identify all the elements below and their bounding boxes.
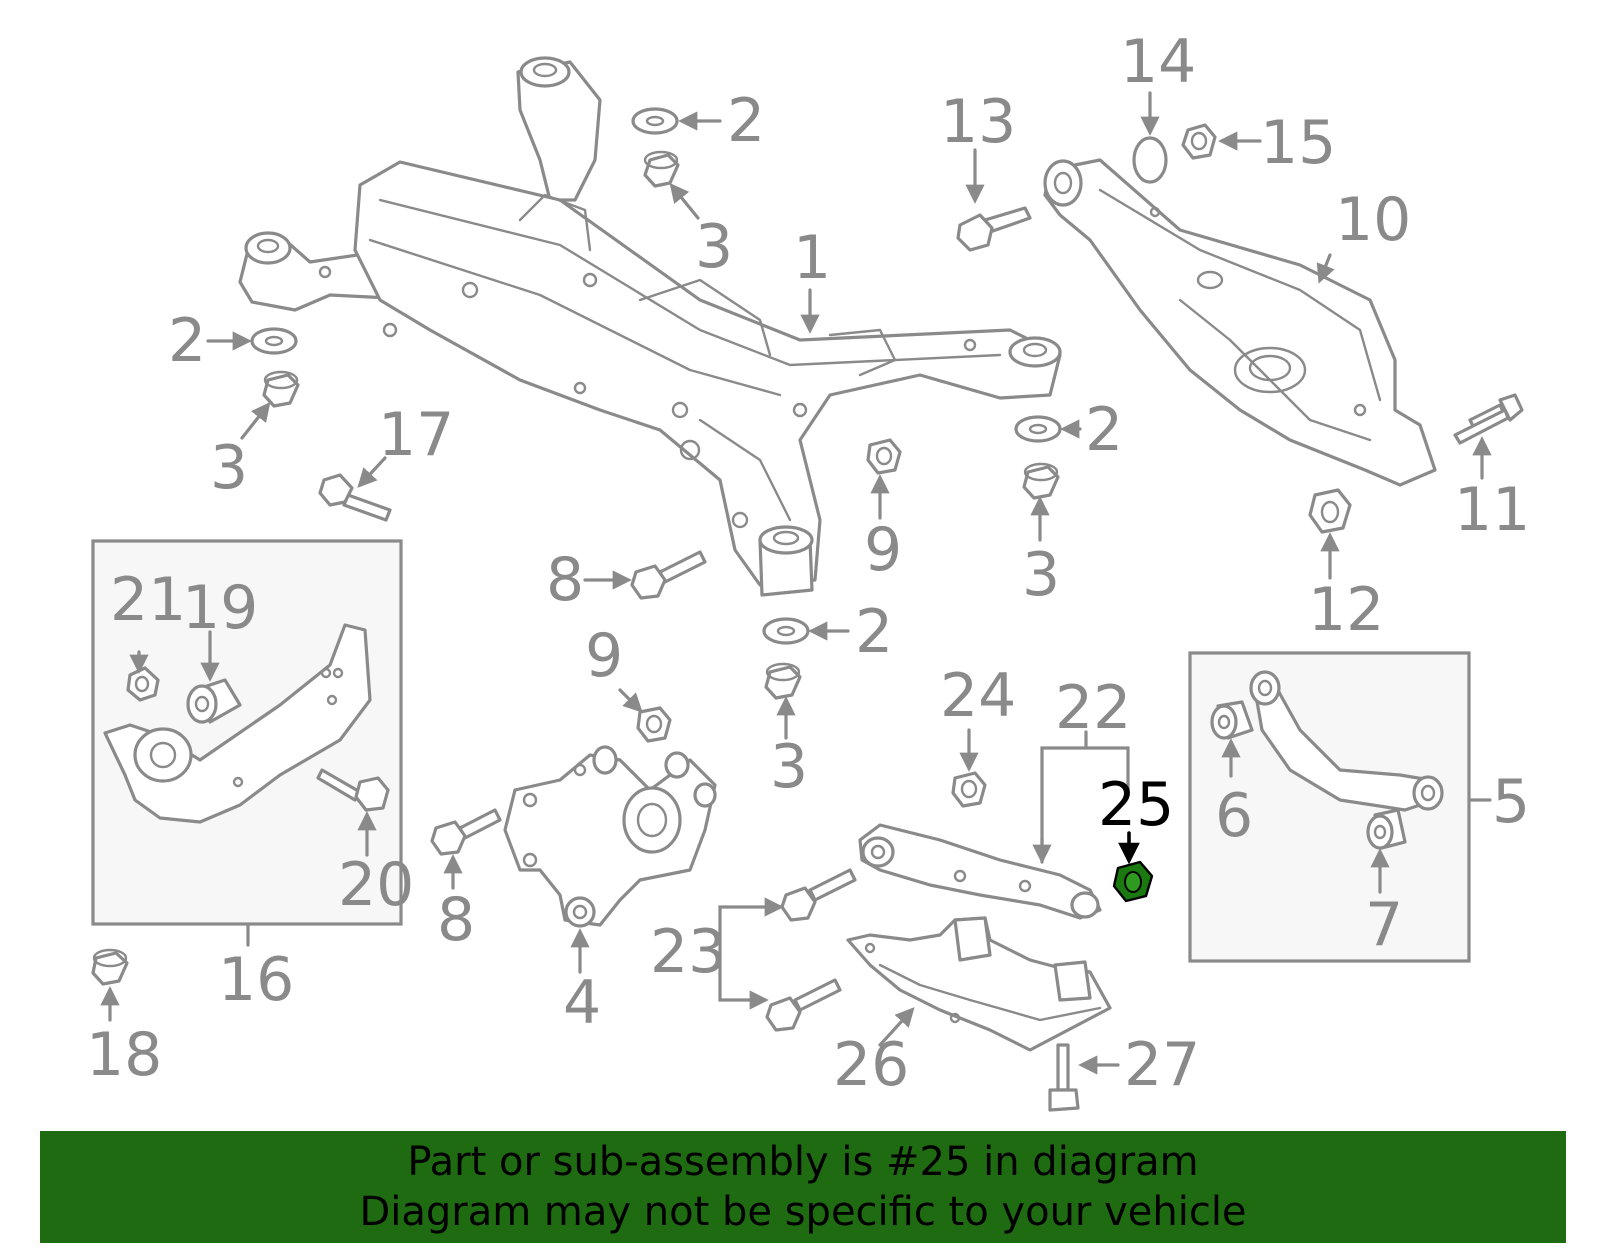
bolt-part-27[interactable] xyxy=(1048,1043,1080,1112)
callout-3: 3 xyxy=(770,732,808,802)
callout-8: 8 xyxy=(437,885,475,955)
callout-10: 10 xyxy=(1335,185,1411,255)
knuckle-part-4[interactable] xyxy=(503,745,717,928)
callout-9: 9 xyxy=(864,515,902,585)
callout-2: 2 xyxy=(855,597,893,667)
trailing-arm-part-16[interactable] xyxy=(103,623,372,824)
nut-part-18[interactable] xyxy=(91,948,129,986)
control-arm-part-10[interactable] xyxy=(1043,158,1437,487)
callout-26: 26 xyxy=(833,1030,909,1100)
callout-3: 3 xyxy=(210,433,248,503)
upper-arm-part-5[interactable] xyxy=(1249,670,1444,812)
callout-3: 3 xyxy=(1022,540,1060,610)
bolt-part-23[interactable] xyxy=(765,868,857,1032)
nut-part-12[interactable] xyxy=(1308,488,1352,534)
callout-labels: 1 2 2 2 2 3 3 3 3 4 5 6 7 8 8 9 9 10 11 … xyxy=(86,27,1530,1100)
callout-7: 7 xyxy=(1365,890,1403,960)
callout-20: 20 xyxy=(338,850,414,920)
leader-lines xyxy=(100,91,1492,1075)
callout-24: 24 xyxy=(940,661,1016,731)
callout-5: 5 xyxy=(1492,767,1530,837)
bolt-part-17[interactable] xyxy=(318,473,392,522)
callout-17: 17 xyxy=(378,400,454,470)
callout-4: 4 xyxy=(563,968,601,1038)
bushing-part-7[interactable] xyxy=(1366,808,1407,850)
banner-line-1: Part or sub-assembly is #25 in diagram xyxy=(407,1139,1199,1185)
nut-part-21[interactable] xyxy=(126,666,160,702)
callout-12: 12 xyxy=(1308,575,1384,645)
callout-27: 27 xyxy=(1124,1030,1200,1100)
subframe-part-1[interactable] xyxy=(238,56,1062,597)
bushing-part-19[interactable] xyxy=(186,678,242,724)
nut-part-25-highlighted[interactable] xyxy=(1112,860,1154,903)
callout-6: 6 xyxy=(1215,781,1253,851)
bolt-part-11[interactable] xyxy=(1453,393,1524,445)
callout-9: 9 xyxy=(585,621,623,691)
bolt-part-13[interactable] xyxy=(956,206,1032,252)
callout-1: 1 xyxy=(793,223,831,293)
washer-part-14[interactable] xyxy=(1132,136,1168,184)
nut-part-3[interactable] xyxy=(262,150,1060,700)
nut-part-24[interactable] xyxy=(951,771,987,808)
callout-22: 22 xyxy=(1055,673,1131,743)
cover-part-26[interactable] xyxy=(846,916,1112,1052)
nut-part-15[interactable] xyxy=(1181,123,1217,160)
nut-part-9[interactable] xyxy=(636,438,902,743)
callout-21: 21 xyxy=(110,565,186,635)
callout-16: 16 xyxy=(218,945,294,1015)
lateral-link-part-22[interactable] xyxy=(858,823,1102,920)
bushing-part-6[interactable] xyxy=(1210,700,1254,740)
callout-2: 2 xyxy=(168,306,206,376)
bolt-part-20[interactable] xyxy=(316,768,390,812)
callout-14: 14 xyxy=(1120,27,1196,97)
callout-13: 13 xyxy=(940,87,1016,157)
callout-3: 3 xyxy=(695,212,733,282)
info-banner: Part or sub-assembly is #25 in diagram D… xyxy=(40,1131,1566,1243)
callout-2: 2 xyxy=(727,86,765,156)
washer-part-2[interactable] xyxy=(250,107,1062,645)
callout-18: 18 xyxy=(86,1020,162,1090)
banner-line-2: Diagram may not be specific to your vehi… xyxy=(359,1189,1247,1235)
callout-11: 11 xyxy=(1454,475,1530,545)
callout-25-highlighted: 25 xyxy=(1098,770,1174,840)
callout-2: 2 xyxy=(1085,395,1123,465)
callout-8: 8 xyxy=(546,545,584,615)
bolt-part-8[interactable] xyxy=(430,550,707,856)
callout-15: 15 xyxy=(1260,108,1336,178)
callout-19: 19 xyxy=(182,573,258,643)
callout-23: 23 xyxy=(650,917,726,987)
